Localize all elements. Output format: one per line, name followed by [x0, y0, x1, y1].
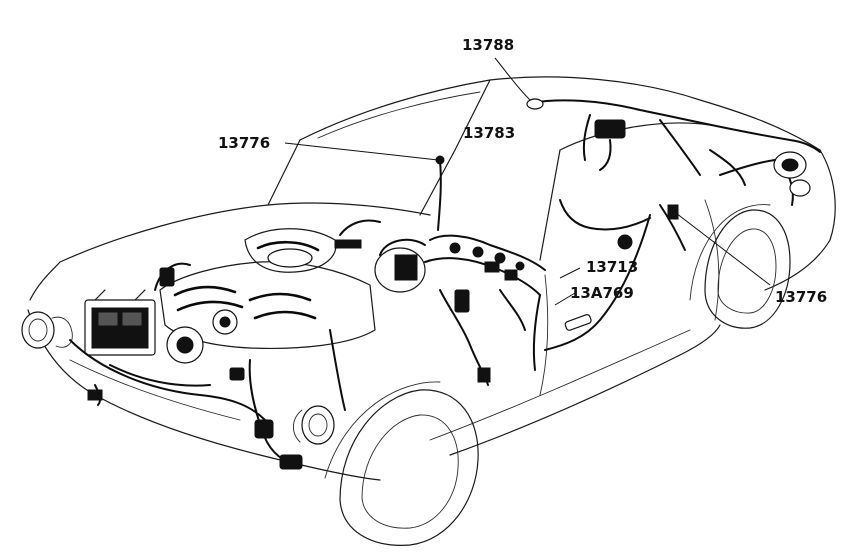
callout-13788: 13788: [462, 36, 514, 54]
leader-lines: [284, 57, 771, 306]
rear-wheel: [689, 204, 791, 329]
callout-13A769: 13A769: [570, 284, 634, 302]
roof-harness: [435, 98, 821, 231]
door-handle: [564, 314, 592, 331]
rear-harness: [532, 151, 811, 371]
battery: [84, 289, 156, 356]
firewall-harness: [424, 234, 546, 386]
car-body: [27, 76, 836, 481]
callout-13783: 13783: [463, 124, 515, 142]
leader-13788: [494, 57, 531, 101]
leader-13776-top: [284, 142, 439, 161]
leader-13A769: [554, 292, 576, 306]
tail-lamp-right: [789, 179, 811, 197]
callout-13776-right: 13776: [775, 288, 827, 306]
connector-13713: [617, 234, 633, 250]
leader-13776-right: [671, 209, 771, 286]
leader-13713: [559, 267, 581, 279]
callout-13776-top: 13776: [218, 134, 270, 152]
engine: [159, 228, 426, 364]
left-headlamp: [21, 311, 73, 349]
right-headlamp: [293, 405, 335, 445]
callout-13713: 13713: [586, 258, 638, 276]
callout-labels: 13788 13783 13776 13713 13A769 13776: [218, 36, 827, 306]
front-wheel: [324, 381, 479, 546]
front-harness: [69, 219, 381, 470]
